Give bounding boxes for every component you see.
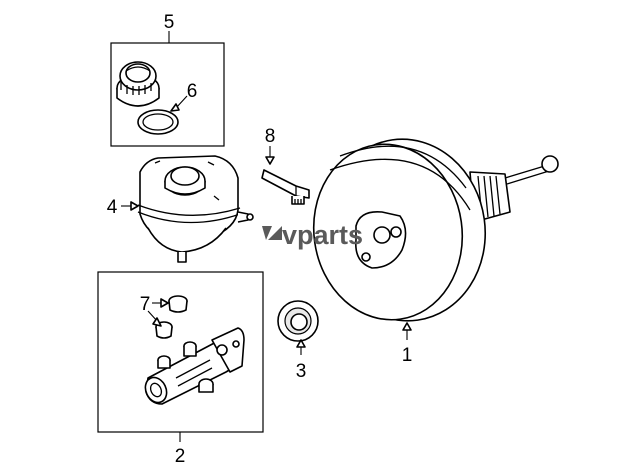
arrowhead-8 — [265, 156, 275, 165]
callout-3: 3 — [296, 361, 307, 382]
callout-7: 7 — [140, 294, 151, 315]
callout-5: 5 — [164, 12, 175, 33]
cap-kit-box — [110, 31, 225, 147]
arrowhead-7 — [160, 298, 169, 308]
cap-seal-ring — [137, 109, 179, 135]
arrowhead-7b — [152, 317, 162, 327]
callout-1: 1 — [402, 345, 413, 366]
watermark-text: vparts — [282, 220, 363, 250]
arrowhead-3 — [296, 339, 306, 348]
callout-6: 6 — [187, 81, 198, 102]
booster-grommet — [277, 300, 319, 342]
master-cylinder-box — [97, 271, 264, 442]
callout-4: 4 — [107, 197, 118, 218]
vacuum-sensor — [261, 169, 310, 205]
fluid-reservoir — [137, 155, 254, 263]
callout-8: 8 — [265, 126, 276, 147]
reservoir-cap — [116, 61, 160, 107]
brake-booster — [312, 138, 559, 322]
master-cylinder — [144, 327, 245, 405]
arrowhead-4 — [130, 201, 139, 211]
callout-2: 2 — [175, 446, 186, 467]
arrowhead-1 — [402, 322, 412, 331]
watermark-logo: vparts — [262, 220, 363, 250]
arrowhead-6 — [170, 103, 180, 112]
